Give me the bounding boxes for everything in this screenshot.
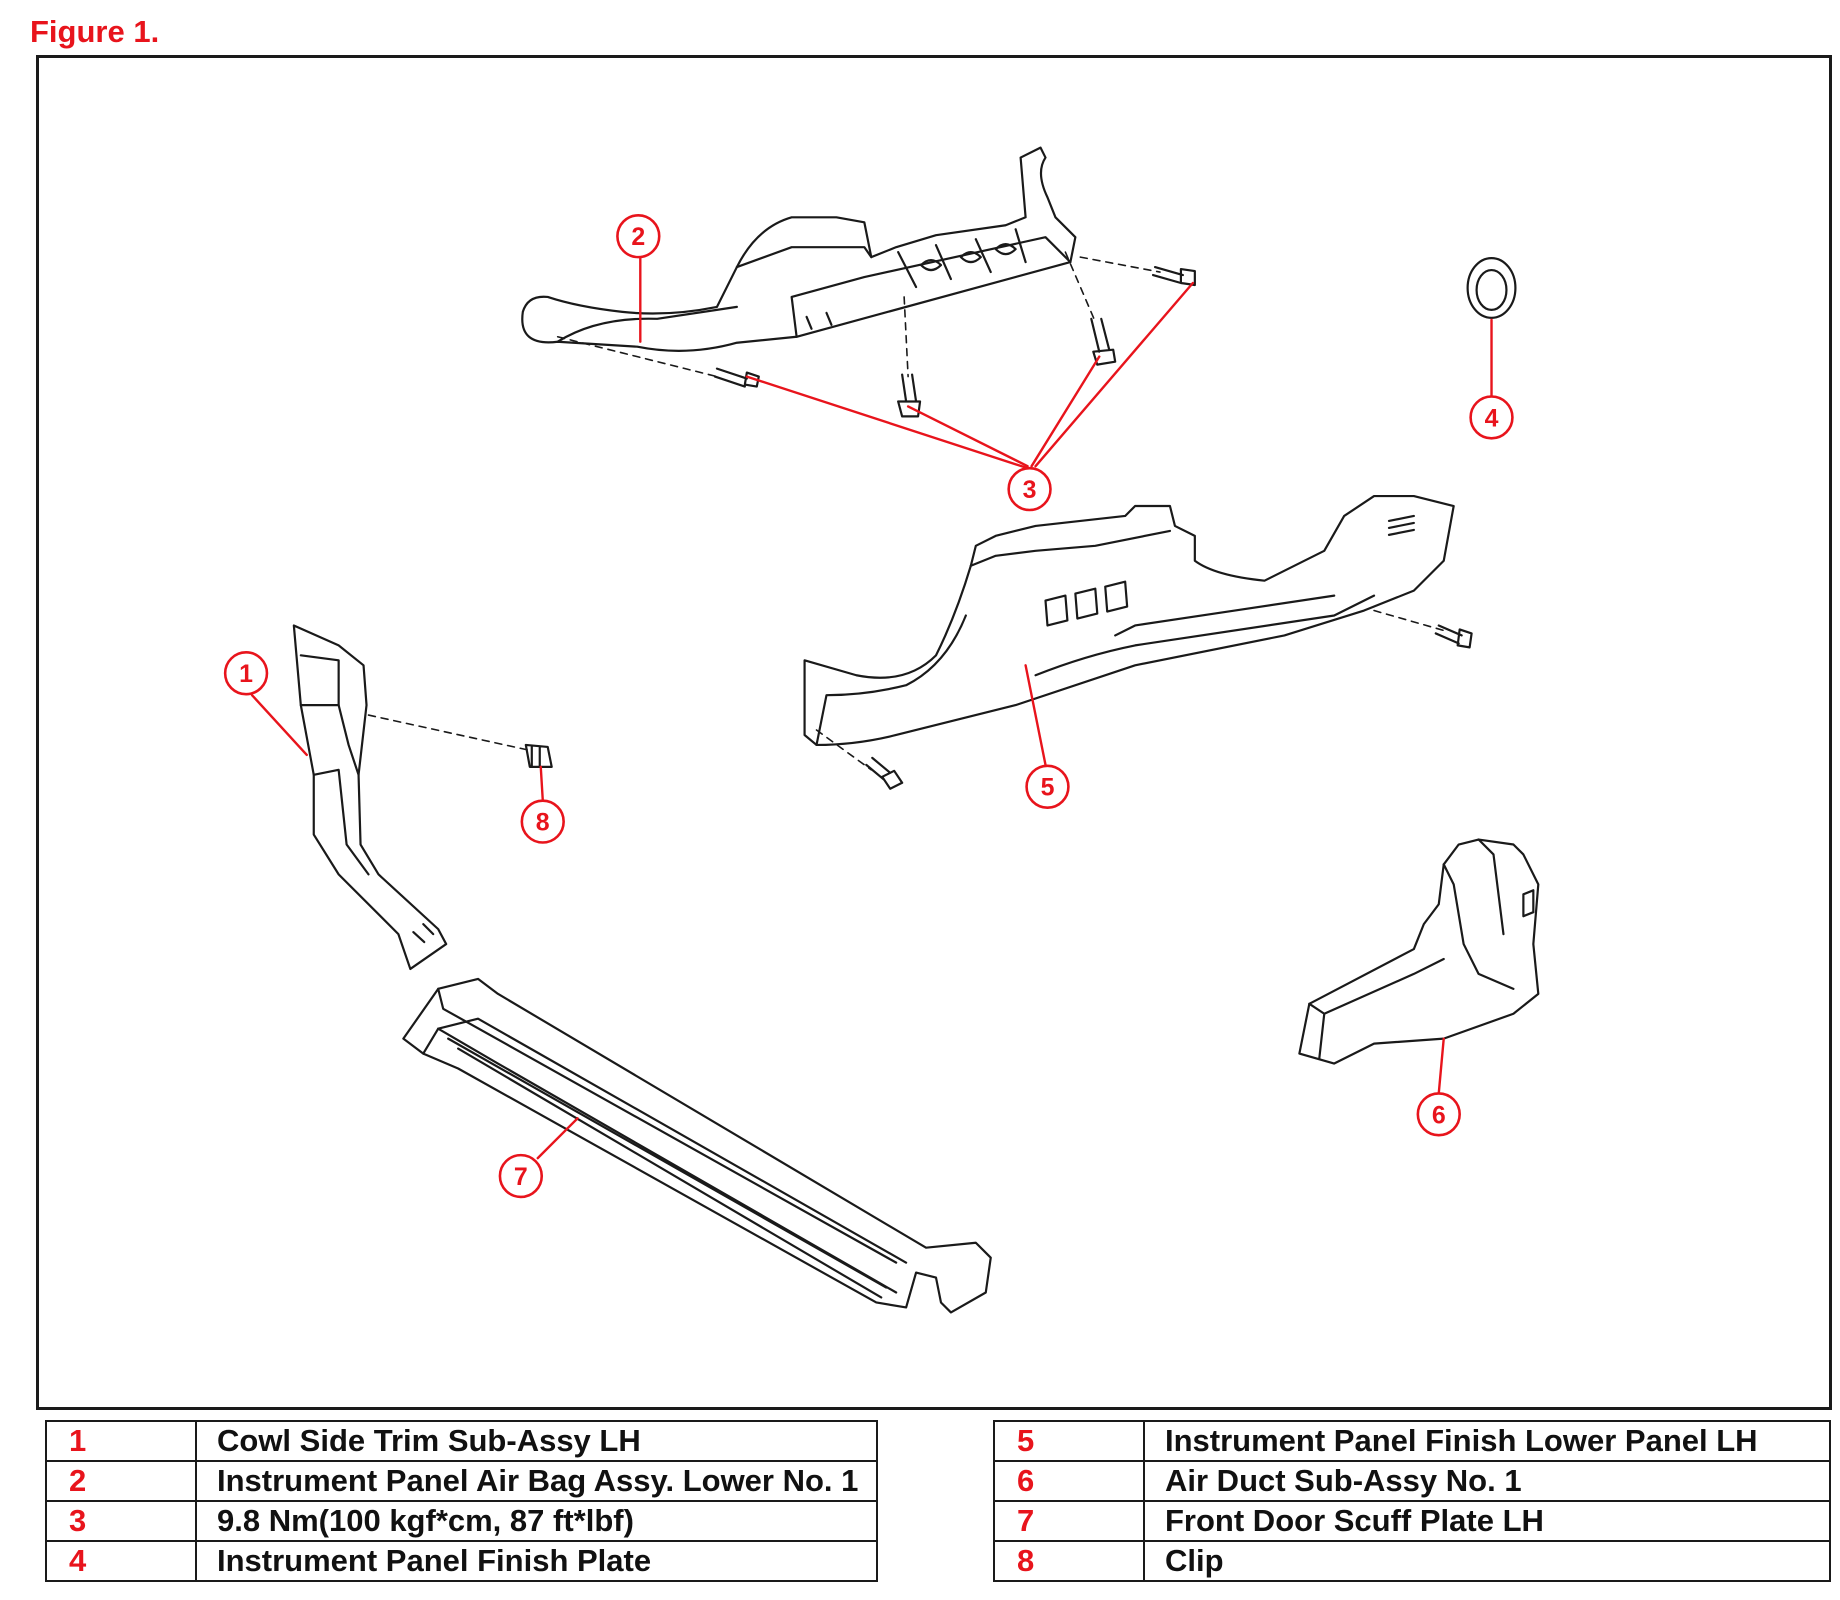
legend-number: 5 — [993, 1420, 1145, 1462]
callout-leader-lines — [250, 255, 1493, 1160]
parts-legend-left: 1 Cowl Side Trim Sub-Assy LH 2 Instrumen… — [45, 1420, 878, 1582]
callout-5 — [1025, 764, 1070, 809]
legend-description: Instrument Panel Finish Lower Panel LH — [1143, 1420, 1831, 1462]
callout-7 — [498, 1153, 544, 1199]
legend-number: 6 — [993, 1460, 1145, 1502]
legend-row: 7 Front Door Scuff Plate LH — [993, 1500, 1831, 1542]
callout-5-label: 5 — [1041, 774, 1055, 802]
legend-number: 2 — [45, 1460, 197, 1502]
callout-7-label: 7 — [514, 1163, 528, 1191]
callout-6 — [1416, 1092, 1461, 1137]
callout-4 — [1469, 395, 1514, 440]
legend-number: 1 — [45, 1420, 197, 1462]
legend-row: 8 Clip — [993, 1540, 1831, 1582]
legend-row: 6 Air Duct Sub-Assy No. 1 — [993, 1460, 1831, 1502]
callout-8 — [520, 799, 565, 844]
legend-description: Instrument Panel Air Bag Assy. Lower No.… — [195, 1460, 878, 1502]
legend-number: 3 — [45, 1500, 197, 1542]
part-1-cowl-trim-drawing — [292, 624, 448, 971]
callout-1-label: 1 — [239, 660, 253, 688]
legend-description: 9.8 Nm(100 kgf*cm, 87 ft*lbf) — [195, 1500, 878, 1542]
legend-number: 8 — [993, 1540, 1145, 1582]
legend-number: 4 — [45, 1540, 197, 1582]
part-2-airbag-lower-drawing — [521, 146, 1077, 352]
legend-description: Air Duct Sub-Assy No. 1 — [1143, 1460, 1831, 1502]
part-8-clip-drawing — [367, 714, 553, 768]
legend-description: Instrument Panel Finish Plate — [195, 1540, 878, 1582]
part-4-finish-plate-drawing — [1466, 257, 1517, 319]
legend-row: 1 Cowl Side Trim Sub-Assy LH — [45, 1420, 878, 1462]
callout-8-label: 8 — [536, 809, 550, 837]
legend-description: Cowl Side Trim Sub-Assy LH — [195, 1420, 878, 1462]
callout-4-label: 4 — [1485, 404, 1499, 432]
legend-row: 2 Instrument Panel Air Bag Assy. Lower N… — [45, 1460, 878, 1502]
part-7-scuff-plate-drawing — [402, 977, 992, 1314]
parts-legend-right: 5 Instrument Panel Finish Lower Panel LH… — [993, 1420, 1831, 1582]
part-5-bolts-drawing — [815, 609, 1473, 790]
exploded-parts-diagram: 1 2 3 4 5 6 7 8 — [36, 55, 1832, 1410]
legend-row: 3 9.8 Nm(100 kgf*cm, 87 ft*lbf) — [45, 1500, 878, 1542]
figure-title: Figure 1. — [30, 14, 160, 49]
legend-row: 4 Instrument Panel Finish Plate — [45, 1540, 878, 1582]
part-6-air-duct-drawing — [1298, 838, 1540, 1065]
callout-3 — [1007, 466, 1052, 512]
legend-row: 5 Instrument Panel Finish Lower Panel LH — [993, 1420, 1831, 1462]
callout-1 — [223, 651, 269, 696]
legend-description: Front Door Scuff Plate LH — [1143, 1500, 1831, 1542]
callout-3-label: 3 — [1023, 476, 1037, 504]
legend-description: Clip — [1143, 1540, 1831, 1582]
callout-6-label: 6 — [1432, 1101, 1446, 1129]
callout-2 — [616, 214, 661, 259]
callout-2-label: 2 — [631, 223, 645, 251]
part-5-lower-panel-drawing — [803, 494, 1455, 747]
legend-number: 7 — [993, 1500, 1145, 1542]
callout-circles — [223, 214, 1514, 1199]
